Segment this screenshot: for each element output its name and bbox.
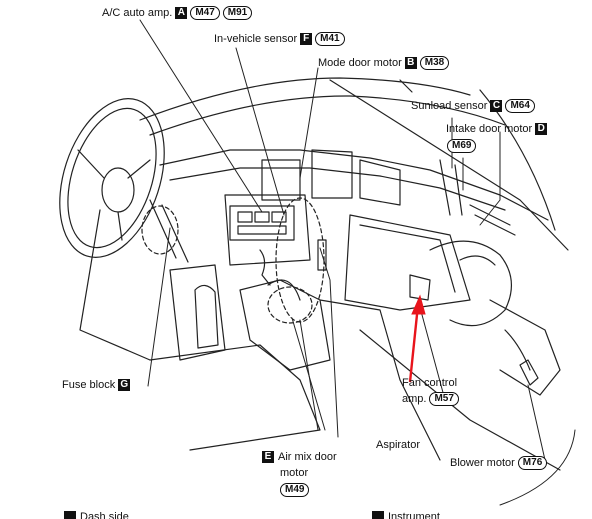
in-vehicle-sensor-text: In-vehicle sensor xyxy=(214,33,298,45)
fan-control-amp-label-line2: amp.M57 xyxy=(402,392,459,407)
sunload-sensor-text: Sunload sensor xyxy=(411,100,488,112)
leader-lines xyxy=(139,19,576,506)
aspirator-text: Aspirator xyxy=(376,439,421,451)
air-mix-door-motor-label-line1: E Air mix door xyxy=(262,450,337,464)
intake-door-motor-connector-wrap: M69 xyxy=(444,139,477,154)
lower-console xyxy=(79,209,561,471)
mode-door-motor-letter-badge: B xyxy=(404,57,417,70)
ac-auto-amp-connector-2: M91 xyxy=(222,6,253,21)
in-vehicle-sensor-letter-badge: F xyxy=(300,33,313,46)
blower-motor-connector: M76 xyxy=(517,456,548,471)
heater-unit xyxy=(317,159,561,396)
sunload-sensor-connector: M64 xyxy=(505,99,535,114)
bottom-cut-text-left: Dash side xyxy=(64,511,129,519)
fuse-block-letter-badge: G xyxy=(118,379,131,392)
center-panel xyxy=(224,149,401,266)
fan-control-amp-connector: M57 xyxy=(429,392,459,407)
red-arrow xyxy=(408,294,426,383)
aspirator-label: Aspirator xyxy=(376,438,420,452)
air-mix-door-motor-letter-badge: E xyxy=(262,451,274,464)
ac-auto-amp-letter-badge: A xyxy=(175,7,188,20)
air-mix-door-motor-text-1: Air mix door xyxy=(278,451,337,463)
sunload-sensor-letter-badge: C xyxy=(490,100,503,113)
bottom-cut-right-badge xyxy=(372,511,384,519)
intake-door-motor-letter-badge: D xyxy=(535,123,548,136)
bottom-cut-text-right: Instrument xyxy=(372,511,440,519)
fan-control-amp-label-line1: Fan control xyxy=(402,376,457,390)
air-mix-door-motor-connector-wrap: M49 xyxy=(280,483,310,498)
bottom-cut-left-badge xyxy=(64,511,76,519)
air-mix-door-motor-connector: M49 xyxy=(280,483,310,498)
air-mix-door-motor-text-2: motor xyxy=(280,467,309,479)
bottom-cut-left-text: Dash side xyxy=(80,511,129,519)
steering-wheel xyxy=(59,98,189,263)
intake-door-motor-connector: M69 xyxy=(447,139,477,154)
mode-door-motor-text: Mode door motor xyxy=(318,57,402,69)
blower-motor-text: Blower motor xyxy=(450,457,515,469)
in-vehicle-sensor-connector: M41 xyxy=(315,32,345,47)
bottom-cut-right-text: Instrument xyxy=(388,511,440,519)
mode-door-motor-connector: M38 xyxy=(419,56,450,71)
air-mix-door-motor-label-line2: motor xyxy=(280,466,308,480)
ac-auto-amp-connector-1: M47 xyxy=(190,6,220,21)
fuse-block-text: Fuse block xyxy=(62,379,116,391)
fan-control-amp-text-1: Fan control xyxy=(402,377,458,389)
fan-control-amp-text-2: amp. xyxy=(402,393,427,405)
ac-auto-amp-text: A/C auto amp. xyxy=(102,7,173,19)
intake-door-motor-text: Intake door motor xyxy=(446,123,533,135)
